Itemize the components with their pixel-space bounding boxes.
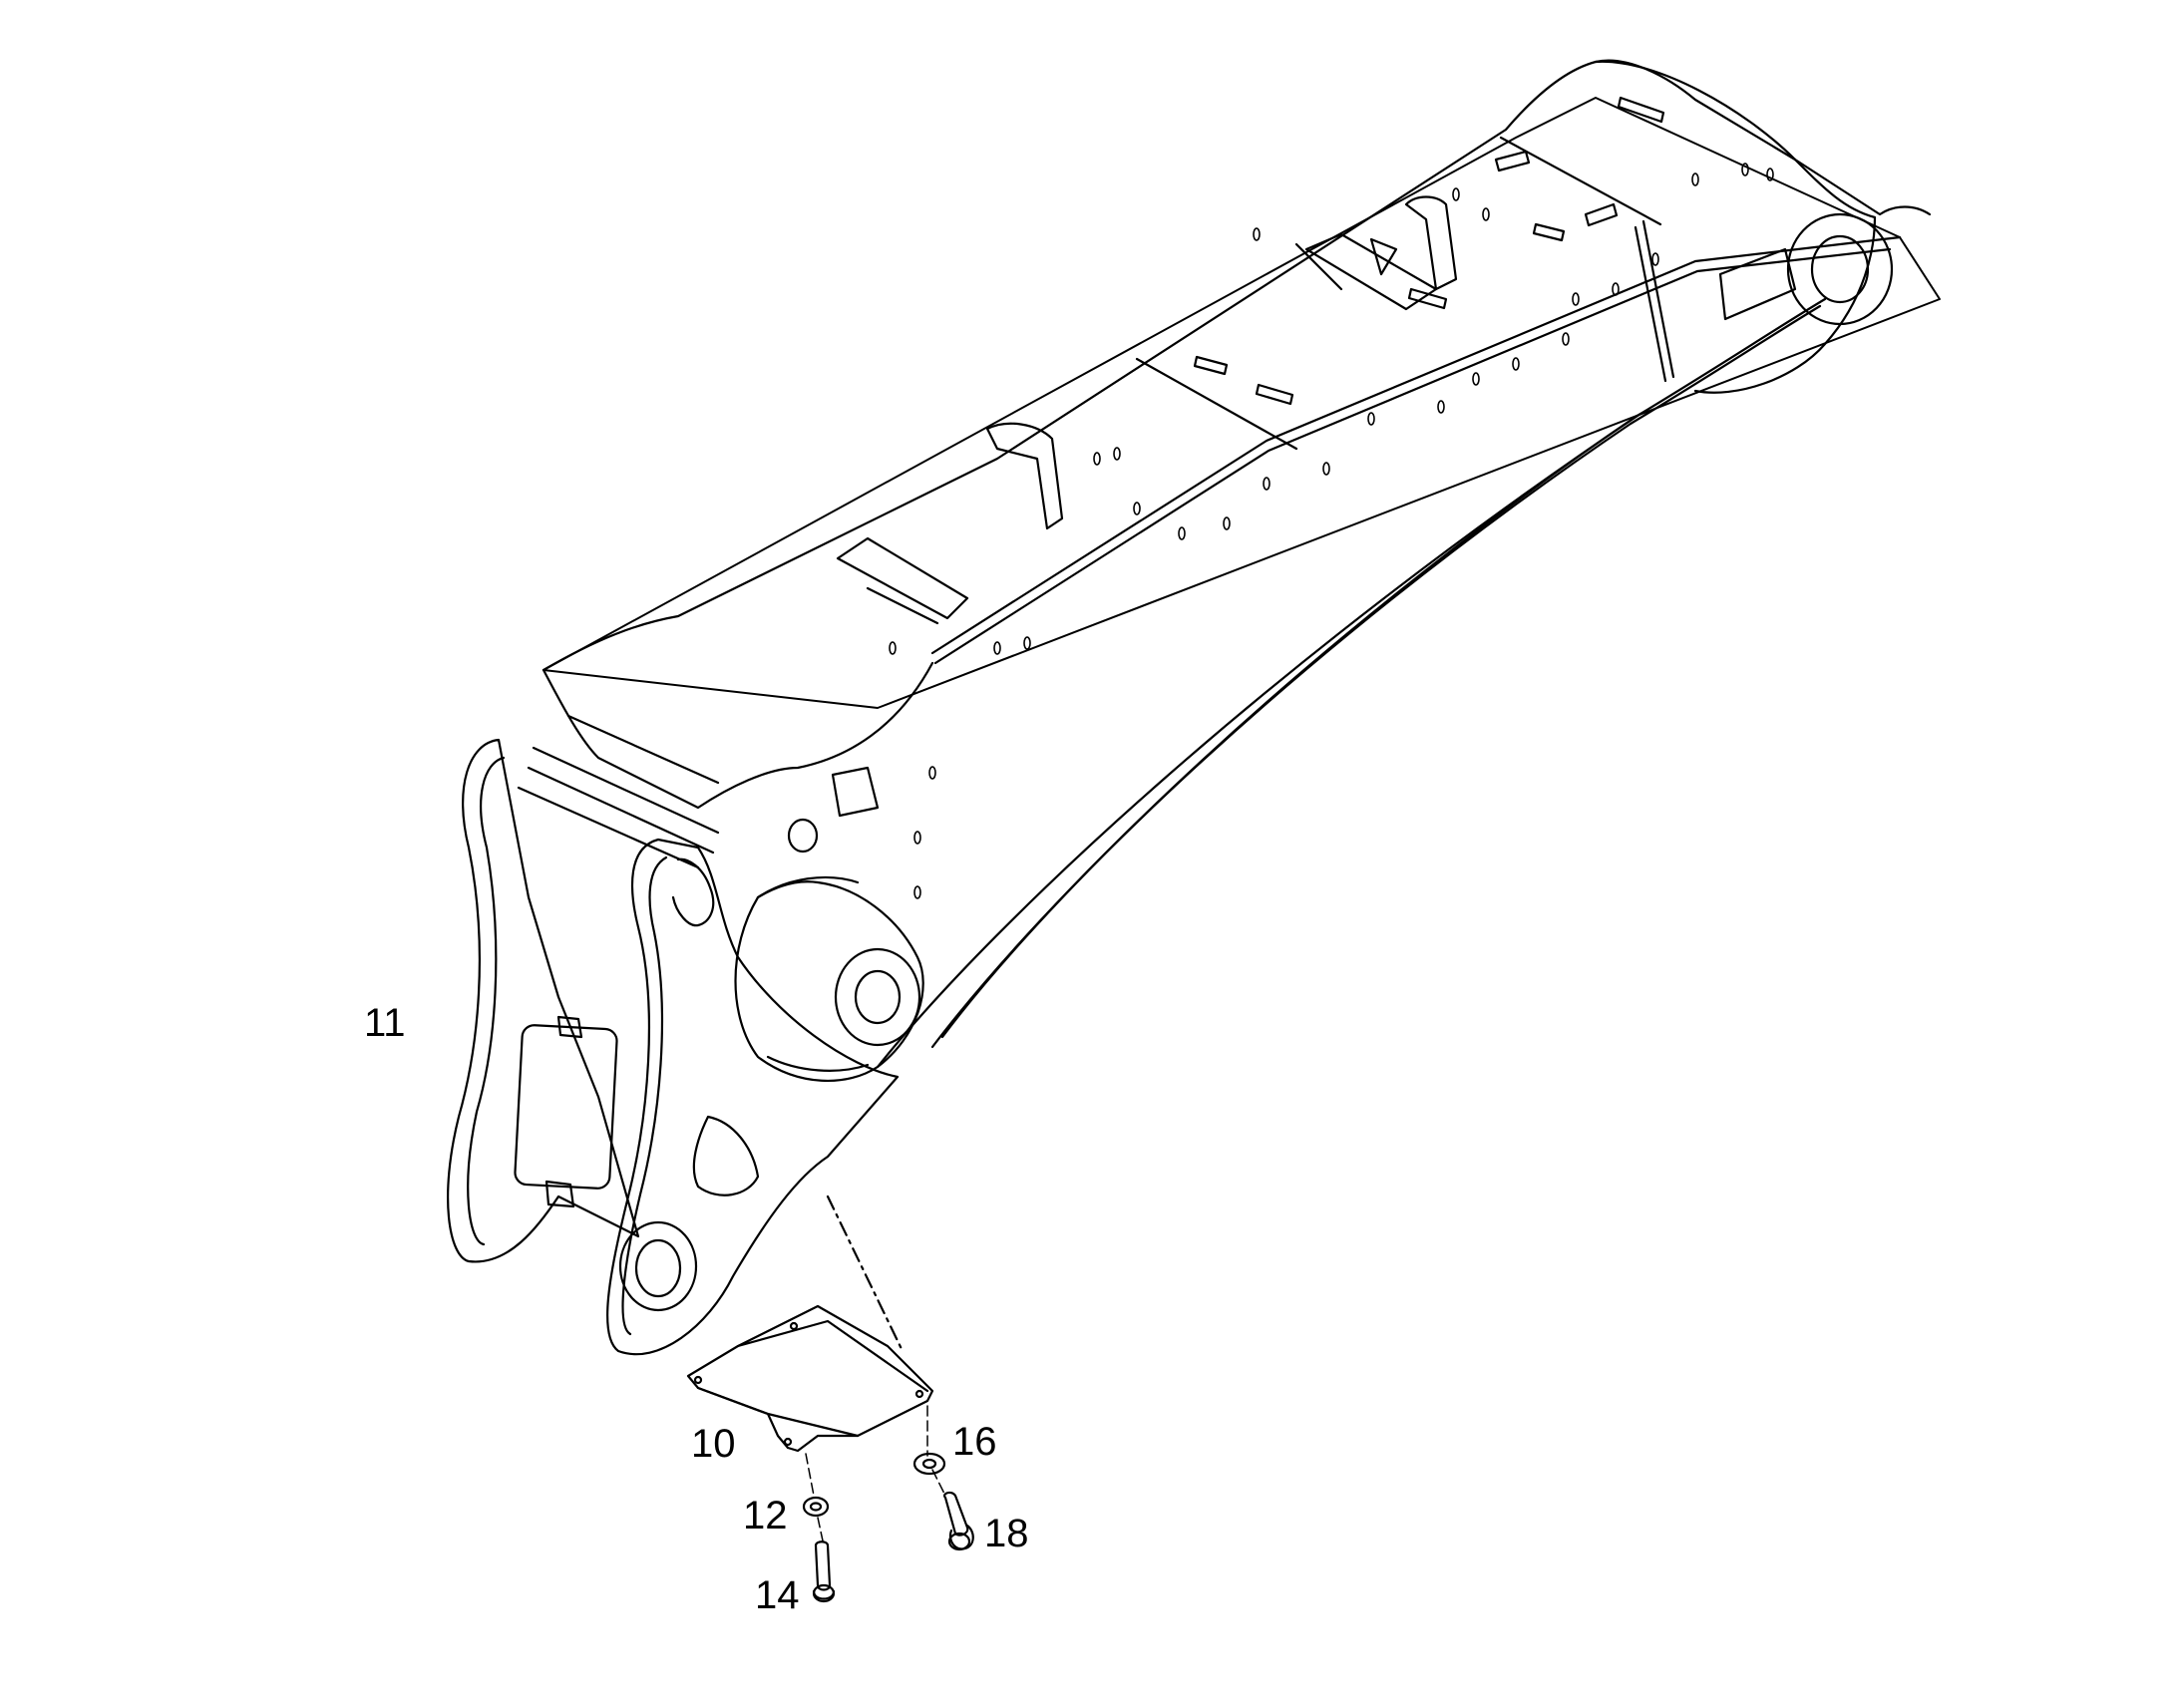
plate-seam-1 — [1135, 357, 1298, 451]
left-lug-plate-inner — [467, 756, 506, 1246]
callout-12: 12 — [743, 1494, 788, 1537]
cylinder-pin-outer — [834, 947, 921, 1047]
plate-seam-3 — [1294, 242, 1343, 291]
foot-cross-tube — [527, 746, 720, 854]
window-clip-bottom — [545, 1180, 575, 1208]
left-lug-plate — [446, 738, 640, 1263]
foot-top-line — [566, 714, 720, 785]
upper-lug-hook — [671, 857, 715, 927]
guard-plate-fold — [736, 1319, 929, 1393]
right-lug-plate-inner — [621, 855, 668, 1336]
tip-slot — [1617, 96, 1665, 124]
plate-seam-4 — [1634, 225, 1667, 383]
front-pin-boss-inner — [634, 1238, 682, 1298]
boom-lower-edge-inner — [930, 304, 1822, 1049]
cylinder-cone — [734, 880, 924, 1082]
washer-12 — [802, 1496, 830, 1518]
front-pin-boss-outer — [618, 1220, 698, 1312]
cylinder-pin-inner — [854, 969, 902, 1025]
bracket-a — [836, 536, 969, 625]
guard-hole-2 — [914, 1389, 924, 1399]
bracket-a-legs — [985, 422, 1064, 530]
callout-10: 10 — [691, 1422, 736, 1466]
lug-cutout — [692, 1115, 760, 1196]
guard-hole-3 — [783, 1437, 793, 1447]
tip-bracket — [1718, 247, 1797, 321]
callout-18: 18 — [984, 1512, 1029, 1555]
foot-window — [514, 1024, 618, 1190]
guard-plate-outline — [686, 1304, 934, 1453]
boom-top-front-edge — [930, 235, 1902, 655]
slot-1 — [1193, 355, 1229, 376]
slot-5 — [1532, 222, 1566, 242]
studs — [889, 163, 1774, 899]
tip-boss-inner — [1810, 234, 1870, 304]
tip-top-rib — [1594, 59, 1797, 162]
callout-14: 14 — [755, 1573, 800, 1617]
slot-6 — [1584, 202, 1619, 227]
washer-16 — [912, 1452, 946, 1476]
window-clip-top — [556, 1015, 583, 1039]
guard-hole-4 — [789, 1321, 799, 1331]
guard-plate — [686, 1304, 934, 1453]
plate-seam-5 — [1641, 219, 1675, 379]
right-lug-plate — [605, 838, 900, 1356]
tip-boss-outer — [1786, 212, 1894, 326]
bolt-18 — [943, 1491, 974, 1551]
boom-lower-edge-outer — [876, 412, 1642, 1069]
slot-4 — [1494, 150, 1531, 172]
cylinder-cone-lines — [756, 875, 870, 1072]
slot-3 — [1407, 287, 1448, 310]
guard-hole-1 — [693, 1375, 703, 1385]
guard-plate-edge — [696, 1386, 860, 1438]
boom-top-plate — [543, 97, 1941, 709]
foot-cross-tube-2 — [517, 786, 700, 869]
callout-11: 11 — [364, 1001, 406, 1045]
boom-top-front-edge-inner — [933, 247, 1892, 665]
boom-arm — [446, 59, 1941, 1356]
gusset-hole — [787, 818, 819, 854]
bolt-14 — [812, 1540, 836, 1603]
slot-2 — [1255, 383, 1294, 406]
boom-upper-edge — [542, 60, 1932, 672]
plate-seam-2 — [1499, 136, 1662, 226]
callout-16: 16 — [952, 1420, 997, 1464]
gusset-plate — [831, 766, 880, 818]
leader-line-10 — [826, 1195, 905, 1353]
bracket-b-legs — [1404, 195, 1458, 291]
boom-foot-upper — [542, 661, 934, 810]
boom-tip-outline — [1693, 158, 1877, 394]
triangle-lug — [1369, 237, 1398, 276]
